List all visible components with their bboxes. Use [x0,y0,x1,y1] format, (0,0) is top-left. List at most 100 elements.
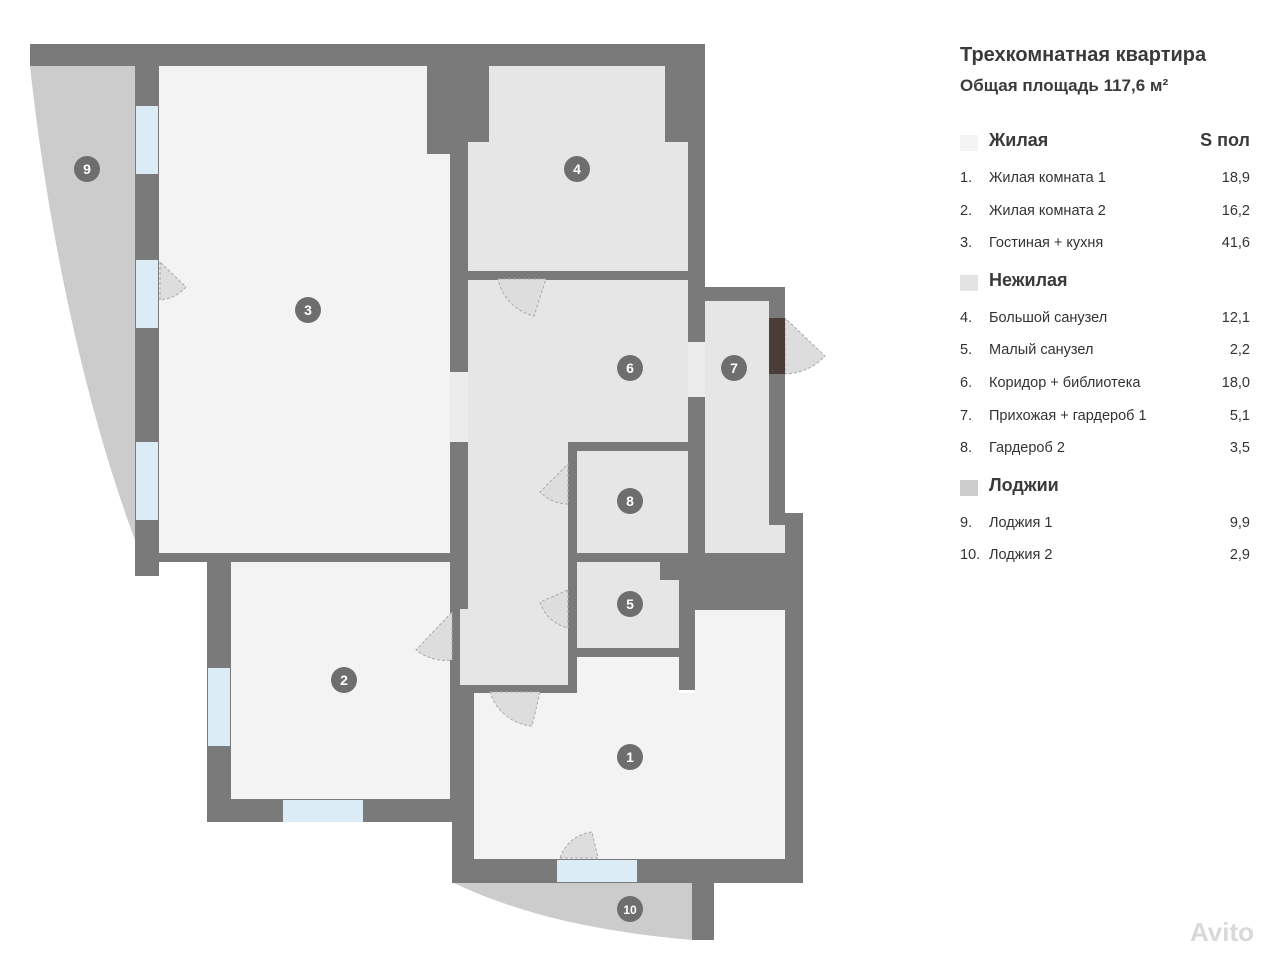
room-marker-label: 2 [340,672,348,688]
opening [688,342,705,397]
room-marker-3: 3 [295,297,321,323]
room-marker-5: 5 [617,591,643,617]
room-marker-circle [617,355,643,381]
wall [452,685,474,883]
window [136,260,158,328]
room-marker-label: 9 [83,161,91,177]
plan-title: Трехкомнатная квартира [960,44,1207,66]
room-number: 10. [960,547,981,564]
window [136,106,158,174]
wall [135,553,468,562]
room-1-area [695,610,785,693]
room-marker-label: 6 [626,360,634,376]
legend-swatch [960,135,978,151]
room-area: 2,9 [1229,547,1250,564]
room-number: 7. [960,407,973,424]
room-marker-circle [74,156,100,182]
room-number: 9. [960,514,973,531]
entry-door [769,318,785,374]
door-swing [497,278,547,317]
wall [688,287,705,555]
window [283,800,363,822]
door-swing [539,462,569,505]
wall [705,287,785,301]
loggia-2-area [452,882,692,940]
room-marker-7: 7 [721,355,747,381]
wall [679,580,695,690]
room-marker-9: 9 [74,156,100,182]
room-1-area [577,657,679,693]
room-number: 3. [960,235,973,252]
room-marker-circle [295,297,321,323]
room-name: Прихожая + гардероб 1 [989,407,1147,424]
room-marker-label: 1 [626,749,634,765]
room-marker-10: 10 [617,896,643,922]
room-number: 4. [960,309,973,326]
room-marker-circle [617,488,643,514]
room-marker-label: 4 [573,161,581,177]
room-3-area [159,66,427,553]
wall [568,553,660,562]
avito-watermark: Avito [1189,917,1254,947]
legend-group-header: Лоджии [960,475,1250,503]
room-marker-circle [331,667,357,693]
room-area: 5,1 [1229,407,1250,424]
area-column-header: S пол [1200,130,1250,150]
room-area: 18,9 [1221,170,1250,186]
room-marker-circle [617,896,643,922]
room-marker-1: 1 [617,744,643,770]
legend-group-header: Нежилая [960,270,1250,298]
wall [460,685,577,693]
room-marker-label: 7 [730,360,738,376]
room-6-area [468,280,688,442]
room-number: 5. [960,342,973,359]
room-marker-circle [617,744,643,770]
room-area: 9,9 [1229,514,1250,531]
door-swing [539,589,569,629]
room-7-area [705,301,769,553]
legend: Трехкомнатная квартира Общая площадь 117… [960,44,1250,582]
wall [665,66,705,142]
window [136,442,158,520]
room-number: 1. [960,170,973,186]
room-area: 16,2 [1221,202,1250,219]
wall [468,271,688,280]
room-3-area [427,154,450,553]
room-marker-label: 5 [626,596,634,612]
legend-row: 7. Прихожая + гардероб 1 5,1 [960,400,1250,433]
wall [568,442,577,687]
room-number: 6. [960,374,973,391]
wall [688,553,803,610]
legend-swatch [960,479,978,496]
room-marker-circle [564,156,590,182]
window [208,668,230,746]
legend-swatch [960,274,978,291]
room-number: 8. [960,440,973,457]
window [557,860,637,882]
legend-group-label: Лоджии [989,474,1059,495]
room-area: 2,2 [1229,342,1250,359]
room-marker-circle [721,355,747,381]
room-marker-label: 10 [623,903,637,917]
room-7-area [769,525,785,553]
room-name: Гостиная + кухня [989,235,1104,252]
opening [450,372,468,442]
room-area: 18,0 [1221,374,1250,391]
room-marker-2: 2 [331,667,357,693]
wall [688,142,705,287]
total-area: Общая площадь 117,6 м² [960,76,1169,95]
door-swing [559,831,599,859]
door-swing [784,316,826,375]
